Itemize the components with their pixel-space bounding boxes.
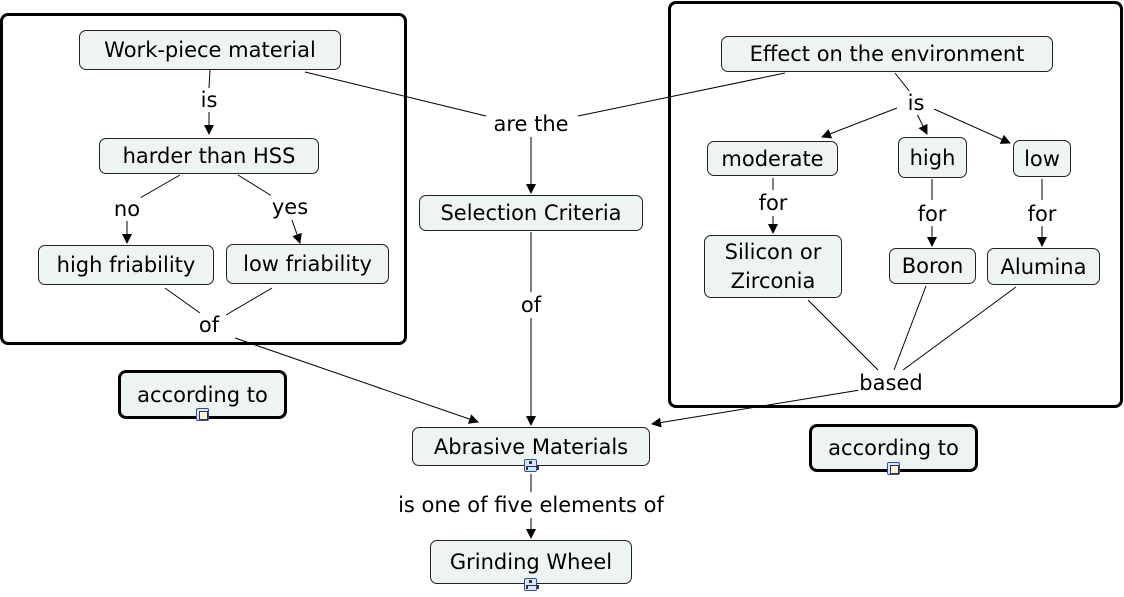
link-no[interactable]: no [112,197,142,221]
line-of-abrasive [234,337,479,424]
link-yes[interactable]: yes [270,195,310,219]
line-is-low [933,108,1011,144]
link-is-left[interactable]: is [199,88,219,112]
concept-high-friability[interactable]: high friability [38,245,214,285]
line-workpiece-is [208,69,211,89]
concept-map-icon[interactable] [524,578,539,591]
concept-map-icon[interactable] [524,459,539,472]
concept-harder-than-hss[interactable]: harder than HSS [99,138,319,174]
line-low-of [225,287,273,316]
link-is-one-of-five[interactable]: is one of five elements of [397,493,665,517]
left-group-box [0,13,407,345]
concept-moderate[interactable]: moderate [707,141,838,176]
line-harder-no [139,174,181,199]
line-high-of [164,287,201,314]
concept-grinding-wheel[interactable]: Grinding Wheel [430,540,632,584]
line-alumina-based [902,286,1017,371]
line-effect-arethe [577,72,786,117]
concept-low-friability[interactable]: low friability [226,244,389,284]
line-silicon-based [807,299,879,371]
link-is-right[interactable]: is [906,91,926,115]
concept-selection-criteria[interactable]: Selection Criteria [419,195,643,231]
link-for-high[interactable]: for [916,202,948,226]
link-for-low[interactable]: for [1026,202,1058,226]
link-based[interactable]: based [858,371,924,395]
link-of-left[interactable]: of [197,313,221,337]
line-boron-based [893,285,927,371]
link-are-the[interactable]: are the [492,112,570,136]
document-icon[interactable] [887,462,900,475]
line-yes-low [291,219,302,244]
concept-workpiece-material[interactable]: Work-piece material [79,30,341,70]
concept-boron[interactable]: Boron [889,248,976,284]
concept-low[interactable]: low [1013,140,1071,177]
line-harder-yes [237,174,276,199]
link-of-center[interactable]: of [519,293,543,317]
right-group-box [668,1,1123,408]
concept-abrasive-materials[interactable]: Abrasive Materials [412,427,650,466]
concept-effect-on-environment[interactable]: Effect on the environment [721,36,1053,72]
concept-high[interactable]: high [898,137,967,178]
document-icon[interactable] [196,408,209,421]
line-workpiece-arethe [304,71,487,117]
line-is-high [916,113,928,135]
concept-alumina[interactable]: Alumina [987,248,1100,285]
concept-silicon-or-zirconia[interactable]: Silicon or Zirconia [704,235,842,298]
link-for-moderate[interactable]: for [757,191,789,215]
line-is-moderate [821,107,898,139]
line-effect-is [894,72,911,93]
